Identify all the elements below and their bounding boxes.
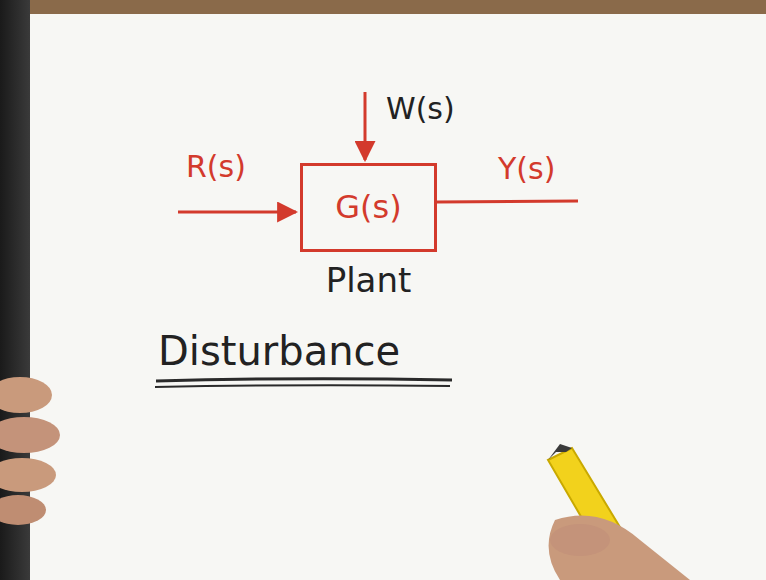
output-line: [437, 201, 578, 202]
input-arrow: [178, 211, 296, 214]
transfer-function: G(s): [335, 189, 401, 226]
plant-box: G(s)Plant: [300, 163, 437, 252]
block-caption: Plant: [326, 261, 412, 300]
signal-label: R(s): [186, 150, 246, 185]
disturbance-arrow: [364, 92, 367, 160]
underline: [155, 385, 450, 387]
board-surface: [30, 14, 766, 580]
underline: [156, 379, 452, 381]
signal-label: W(s): [386, 92, 455, 127]
right-hand-with-marker: [548, 444, 690, 580]
left-hand: [0, 377, 60, 525]
signal-label: Y(s): [498, 152, 555, 187]
board-top-frame: [0, 0, 766, 14]
heading-label: Disturbance: [158, 328, 400, 374]
board-left-frame: [0, 0, 30, 580]
